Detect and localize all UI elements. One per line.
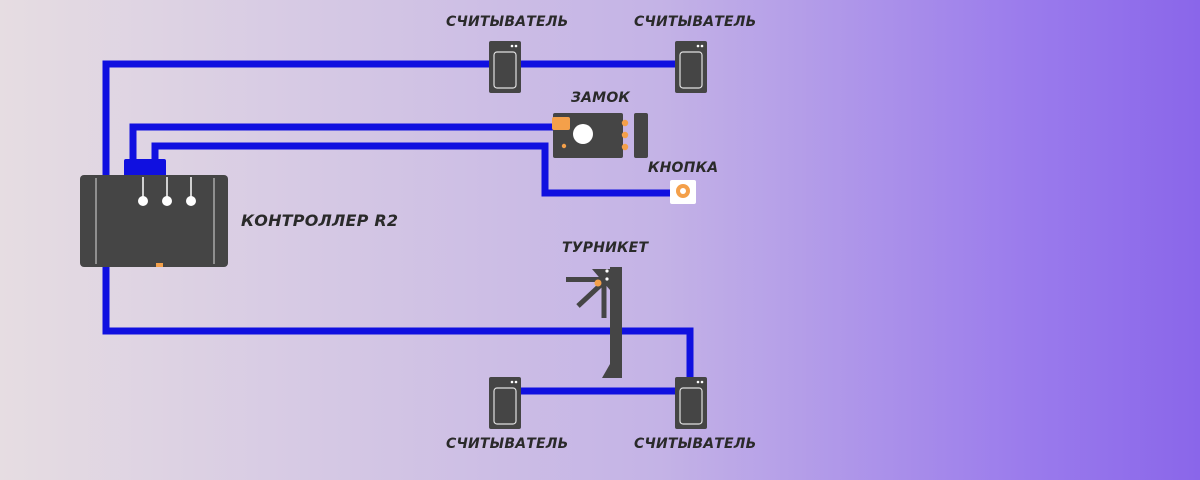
reader-bottom-2: [675, 377, 707, 429]
turnstile-post: [602, 267, 622, 378]
controller-led-bottom: [156, 263, 163, 267]
controller-connector: [124, 159, 166, 177]
lock-cylinder: [573, 124, 593, 144]
controller-terminal-3: [186, 196, 196, 206]
label-reader-top-1: СЧИТЫВАТЕЛЬ: [446, 14, 569, 30]
reader-top-2: [675, 41, 707, 93]
controller-terminal-1: [138, 196, 148, 206]
label-lock: ЗАМОК: [571, 90, 631, 106]
wire-bottom-readers: [102, 266, 694, 392]
controller-body: [80, 175, 228, 267]
turnstile-head: [592, 269, 610, 290]
turnstile-arm-diagonal: [576, 278, 608, 308]
label-turnstile: ТУРНИКЕТ: [562, 240, 649, 256]
exit-button: [670, 180, 696, 204]
label-button: КНОПКА: [648, 160, 719, 176]
wire-lock-2-button: [151, 142, 680, 197]
reader-top-1: [489, 41, 521, 93]
lock-plate: [634, 113, 648, 158]
label-reader-bottom-1: СЧИТЫВАТЕЛЬ: [446, 436, 569, 452]
turnstile-arm-horizontal: [566, 277, 610, 282]
label-controller: КОНТРОЛЛЕР R2: [241, 211, 399, 230]
wire-lock-1: [129, 123, 556, 162]
controller: [80, 159, 228, 267]
label-reader-top-2: СЧИТЫВАТЕЛЬ: [634, 14, 757, 30]
controller-terminal-2: [162, 196, 172, 206]
turnstile: [566, 267, 622, 378]
lock-terminal: [552, 117, 570, 130]
label-reader-bottom-2: СЧИТЫВАТЕЛЬ: [634, 436, 757, 452]
reader-bottom-1: [489, 377, 521, 429]
lock: [552, 113, 648, 158]
